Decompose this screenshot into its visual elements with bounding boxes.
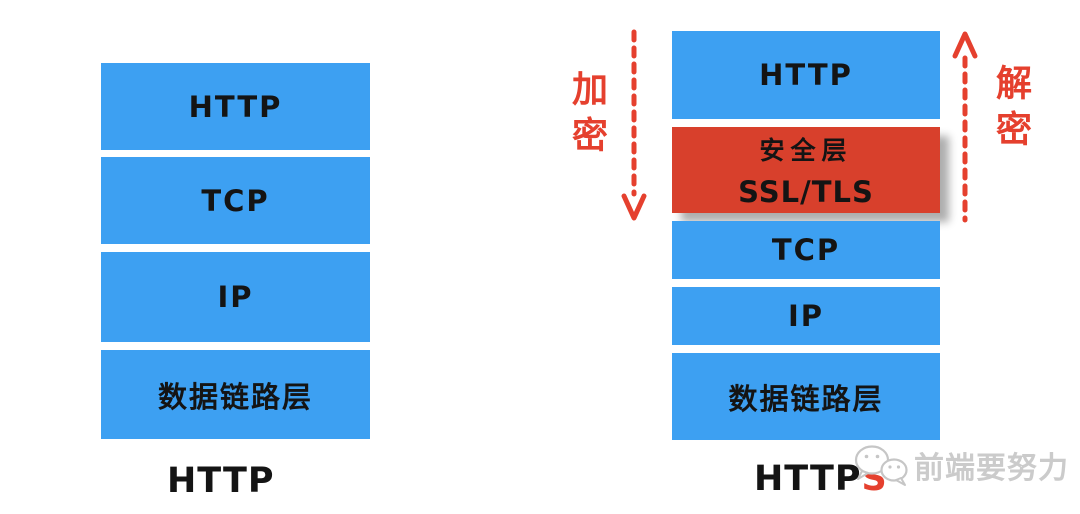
layer-label: IP — [217, 280, 254, 314]
layer-label: TCP — [201, 183, 270, 218]
https-stack-layer-ip: IP — [672, 287, 940, 345]
http-stack-caption: HTTP — [167, 461, 275, 501]
layer-label: 数据链路层 — [728, 381, 884, 416]
http-stack-layer-http: HTTP — [101, 63, 370, 150]
encrypt-down-arrow-icon — [621, 29, 647, 221]
http-stack-layer-datalink: 数据链路层 — [101, 350, 370, 439]
https-stack-layer-datalink: 数据链路层 — [672, 353, 940, 440]
security-layer-subtitle: SSL/TLS — [738, 175, 874, 209]
layer-label: 数据链路层 — [157, 379, 313, 414]
encrypt-label: 加密 — [566, 70, 607, 162]
watermark: 前端要努力 — [852, 442, 1069, 488]
https-stack-layer-tcp: TCP — [672, 221, 940, 279]
https-caption-http-part: HTTP — [754, 459, 862, 499]
http-stack-layer-ip: IP — [101, 252, 370, 342]
decrypt-label: 解密 — [990, 64, 1031, 156]
http-stack-layer-tcp: TCP — [101, 157, 370, 244]
wechat-icon — [854, 445, 908, 486]
https-stack-layer-http: HTTP — [672, 31, 940, 119]
https-stack-layer-security-ssl-tls: 安全层 SSL/TLS — [672, 127, 940, 213]
layer-label: HTTP — [188, 89, 283, 124]
security-layer-title: 安全层 — [759, 136, 853, 165]
layer-label: TCP — [771, 233, 841, 267]
layer-label: HTTP — [759, 58, 853, 92]
watermark-text: 前端要努力 — [914, 451, 1069, 486]
layer-label: IP — [787, 299, 825, 333]
decrypt-up-arrow-icon — [952, 31, 978, 223]
